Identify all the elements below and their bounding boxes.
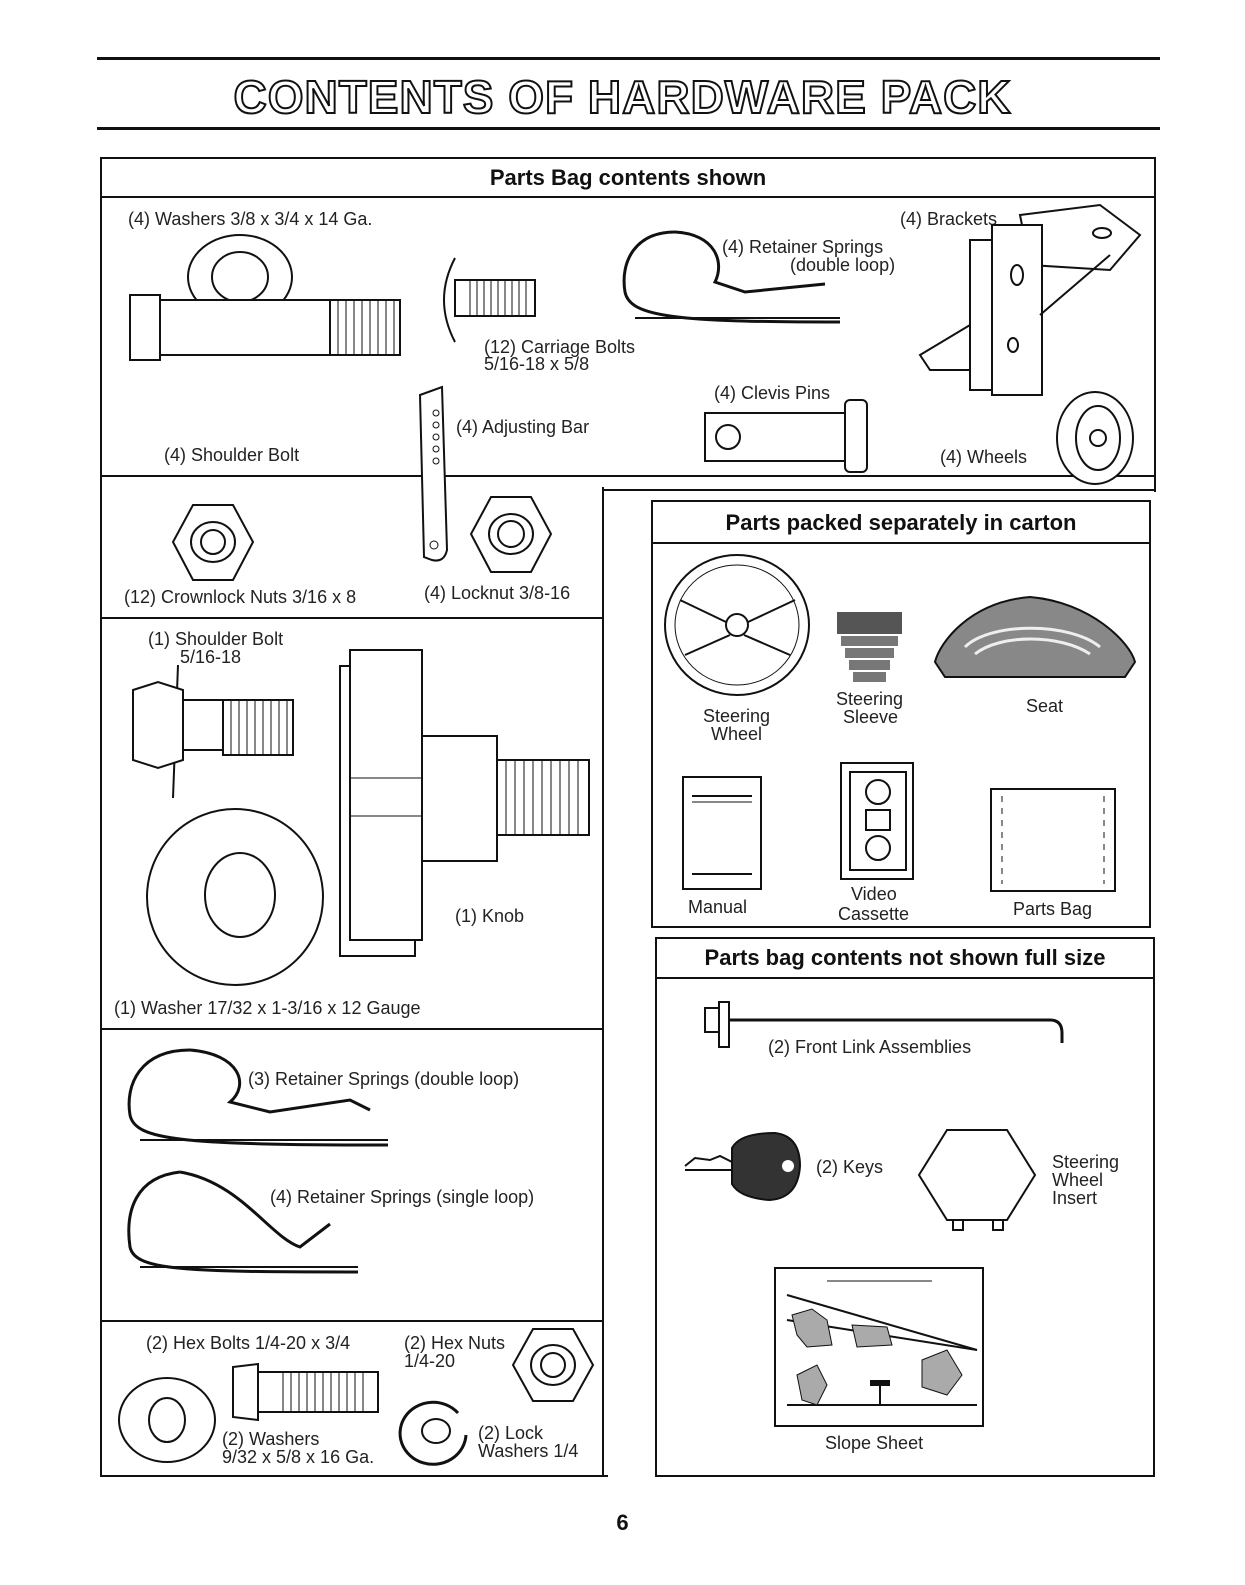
page-title: CONTENTS OF HARDWARE PACK bbox=[232, 70, 1012, 124]
lock-washers-label-1: (2) Lock bbox=[478, 1423, 544, 1443]
carton-header: Parts packed separately in carton bbox=[651, 502, 1151, 544]
steering-wheel-label-2: Wheel bbox=[711, 724, 763, 744]
steering-sleeve-illustration bbox=[837, 612, 902, 682]
wheel-insert-illustration bbox=[915, 1125, 1040, 1235]
left-column-bottom bbox=[100, 1475, 608, 1477]
hex-washers-label-1: (2) Washers bbox=[222, 1429, 320, 1449]
divider-2 bbox=[100, 1028, 604, 1030]
carriage-bolt-illustration bbox=[425, 250, 540, 350]
parts-bag-header: Parts Bag contents shown bbox=[100, 160, 1156, 198]
top-right-border bbox=[1154, 157, 1156, 492]
shoulder-bolt-label: (4) Shoulder Bolt bbox=[164, 445, 300, 465]
steering-wheel-illustration bbox=[660, 550, 815, 700]
retainer-springs-label-2: (double loop) bbox=[790, 255, 896, 275]
insert-label-1: Steering bbox=[1052, 1152, 1120, 1172]
not-full-size-header: Parts bag contents not shown full size bbox=[655, 939, 1155, 979]
divider-3 bbox=[100, 1320, 604, 1322]
knob-label: (1) Knob bbox=[455, 906, 525, 926]
video-cassette-illustration bbox=[838, 760, 918, 882]
hex-nuts-label-2: 1/4-20 bbox=[404, 1351, 456, 1371]
brackets-label: (4) Brackets bbox=[900, 209, 998, 229]
seat-illustration bbox=[930, 592, 1140, 682]
hex-nut-illustration bbox=[508, 1325, 598, 1405]
parts-bag-label: Parts Bag bbox=[1013, 899, 1093, 919]
crownlock-nut-illustration bbox=[168, 500, 258, 585]
crownlock-nuts-label: (12) Crownlock Nuts 3/16 x 8 bbox=[124, 587, 357, 607]
steering-wheel-label-1: Steering bbox=[703, 706, 771, 726]
key-illustration bbox=[680, 1128, 805, 1203]
double-loop-spring-illustration bbox=[120, 1040, 395, 1155]
seat-label: Seat bbox=[1026, 696, 1064, 716]
video-label-1: Video bbox=[851, 884, 897, 904]
retainer-spring-double-illustration bbox=[615, 222, 850, 332]
top-rule bbox=[97, 57, 1160, 60]
keys-label: (2) Keys bbox=[816, 1157, 884, 1177]
hex-bolt-illustration bbox=[228, 1362, 383, 1422]
adjusting-bar-illustration bbox=[412, 385, 457, 565]
insert-label-3: Insert bbox=[1052, 1188, 1098, 1208]
clevis-pins-label: (4) Clevis Pins bbox=[714, 383, 831, 403]
locknut-label: (4) Locknut 3/8-16 bbox=[424, 583, 571, 603]
knob-shoulder-bolt-label-2: 5/16-18 bbox=[180, 647, 242, 667]
knob-washer-label: (1) Washer 17/32 x 1-3/16 x 12 Gauge bbox=[114, 998, 421, 1018]
divider-1 bbox=[100, 617, 604, 619]
insert-label-2: Wheel bbox=[1052, 1170, 1104, 1190]
bracket-illustration bbox=[910, 195, 1150, 405]
not-full-size-box bbox=[655, 937, 1155, 1477]
hex-nuts-label-1: (2) Hex Nuts bbox=[404, 1333, 506, 1353]
wheel-illustration bbox=[1050, 388, 1140, 488]
top-bottom-divider bbox=[602, 489, 1156, 491]
single-loop-springs-label: (4) Retainer Springs (single loop) bbox=[270, 1187, 535, 1207]
manual-illustration bbox=[680, 774, 765, 892]
left-column-right bbox=[602, 487, 604, 1477]
steering-sleeve-label-1: Steering bbox=[836, 689, 904, 709]
knob-illustration bbox=[330, 648, 595, 958]
locknut-illustration bbox=[466, 492, 556, 577]
wheels-label: (4) Wheels bbox=[940, 447, 1028, 467]
clevis-pin-illustration bbox=[700, 395, 875, 475]
hex-washer-illustration bbox=[115, 1375, 220, 1465]
washers-label: (4) Washers 3/8 x 3/4 x 14 Ga. bbox=[128, 209, 373, 229]
knob-shoulder-bolt-label-1: (1) Shoulder Bolt bbox=[148, 629, 284, 649]
front-link-illustration bbox=[700, 998, 1070, 1053]
slope-sheet-illustration bbox=[772, 1265, 987, 1430]
carriage-bolts-label-2: 5/16-18 x 5/8 bbox=[484, 354, 590, 374]
lock-washers-label-2: Washers 1/4 bbox=[478, 1441, 579, 1461]
manual-label: Manual bbox=[688, 897, 748, 917]
carton-box bbox=[651, 500, 1151, 928]
hex-bolts-label: (2) Hex Bolts 1/4-20 x 3/4 bbox=[146, 1333, 351, 1353]
title-underline bbox=[97, 127, 1160, 130]
single-loop-spring-illustration bbox=[120, 1162, 365, 1280]
double-loop-springs-label: (3) Retainer Springs (double loop) bbox=[248, 1069, 520, 1089]
knob-shoulder-bolt-illustration bbox=[128, 660, 303, 800]
parts-bag-illustration bbox=[988, 786, 1118, 894]
retainer-springs-label-1: (4) Retainer Springs bbox=[722, 237, 884, 257]
adjusting-bar-label: (4) Adjusting Bar bbox=[456, 417, 590, 437]
steering-sleeve-label-2: Sleeve bbox=[843, 707, 899, 727]
lock-washer-illustration bbox=[396, 1395, 476, 1467]
shoulder-bolt-illustration bbox=[120, 290, 405, 460]
knob-washer-illustration bbox=[140, 805, 330, 990]
front-link-label: (2) Front Link Assemblies bbox=[768, 1037, 972, 1057]
carriage-bolts-label-1: (12) Carriage Bolts bbox=[484, 337, 636, 357]
video-label-2: Cassette bbox=[838, 904, 910, 924]
page-number: 6 bbox=[616, 1510, 629, 1535]
hex-washers-label-2: 9/32 x 5/8 x 16 Ga. bbox=[222, 1447, 375, 1467]
slope-sheet-label: Slope Sheet bbox=[825, 1433, 924, 1453]
left-column-border bbox=[100, 157, 102, 1477]
